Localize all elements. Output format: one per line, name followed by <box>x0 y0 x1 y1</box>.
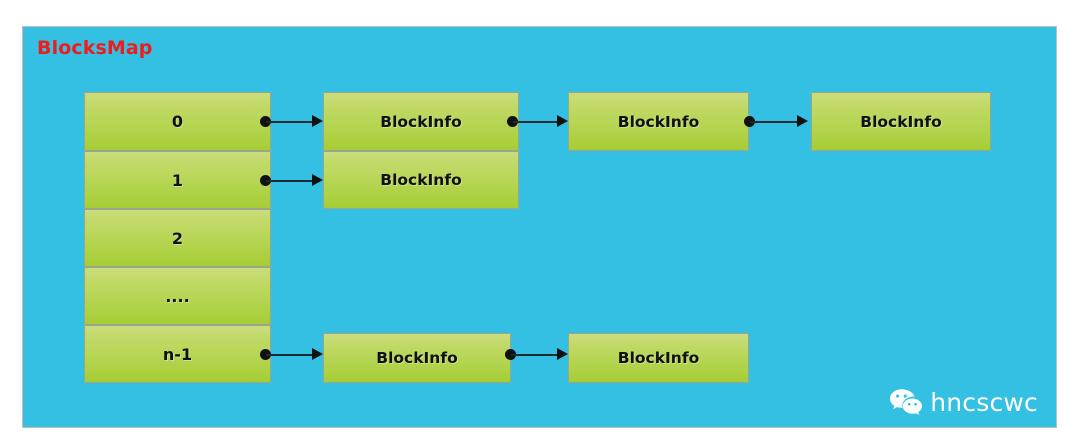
bucket-label: .... <box>165 286 190 306</box>
blockinfo-label: BlockInfo <box>376 349 458 367</box>
bucket-label: 1 <box>171 170 184 190</box>
arrowhead-bucket0-to-blockinfo0 <box>312 115 323 127</box>
wechat-icon <box>889 388 923 417</box>
bucket-label: 2 <box>171 228 184 248</box>
bucket-row-2[interactable]: 2 <box>84 209 271 267</box>
bucket-row-1[interactable]: 1 <box>84 151 271 209</box>
arrowhead-row0-node0-to-node1 <box>557 115 568 127</box>
bucket-row-n-1[interactable]: n-1 <box>84 325 271 383</box>
arrowhead-bucket1-to-blockinfo0 <box>312 174 323 186</box>
blockinfo-row4-node0[interactable]: BlockInfo <box>323 333 511 383</box>
connector-row4-node0-to-node1 <box>511 353 558 356</box>
blockinfo-row0-node1[interactable]: BlockInfo <box>568 92 749 151</box>
watermark: hncscwc <box>883 386 1044 419</box>
blockinfo-label: BlockInfo <box>617 112 700 131</box>
blockinfo-row0-node2[interactable]: BlockInfo <box>811 92 991 151</box>
blockinfo-row1-node0[interactable]: BlockInfo <box>323 151 519 209</box>
bucket-row-ellipsis[interactable]: .... <box>84 267 271 325</box>
watermark-text: hncscwc <box>930 388 1038 417</box>
chain-dot-bucket-0 <box>260 116 271 127</box>
chain-dot-row0-node0 <box>507 116 518 127</box>
bucket-label: n-1 <box>162 344 193 364</box>
connector-row0-node1-to-node2 <box>750 120 798 123</box>
connector-bucketn-to-blockinfo0 <box>266 353 316 356</box>
connector-bucket1-to-blockinfo0 <box>266 179 316 182</box>
bucket-label: 0 <box>171 112 184 131</box>
blockinfo-label: BlockInfo <box>380 112 462 131</box>
chain-dot-row0-node1 <box>744 116 755 127</box>
page-title: BlocksMap <box>37 37 153 59</box>
blockinfo-label: BlockInfo <box>617 349 700 367</box>
blockinfo-row0-node0[interactable]: BlockInfo <box>323 92 519 151</box>
connector-row0-node0-to-node1 <box>513 120 558 123</box>
arrowhead-row4-node0-to-node1 <box>557 348 568 360</box>
connector-bucket0-to-blockinfo0 <box>266 120 316 123</box>
bucket-row-0[interactable]: 0 <box>84 92 271 151</box>
chain-dot-row4-node0 <box>505 349 516 360</box>
chain-dot-bucket-1 <box>260 175 271 186</box>
chain-dot-bucket-n-1 <box>260 349 271 360</box>
blockinfo-label: BlockInfo <box>380 171 462 189</box>
arrowhead-row0-node1-to-node2 <box>797 115 808 127</box>
blocksmap-panel: BlocksMap 0 1 2 .... n-1 BlockInfo Blo <box>22 26 1057 428</box>
arrowhead-bucketn-to-blockinfo0 <box>312 348 323 360</box>
blockinfo-label: BlockInfo <box>860 112 942 131</box>
blockinfo-row4-node1[interactable]: BlockInfo <box>568 333 749 383</box>
